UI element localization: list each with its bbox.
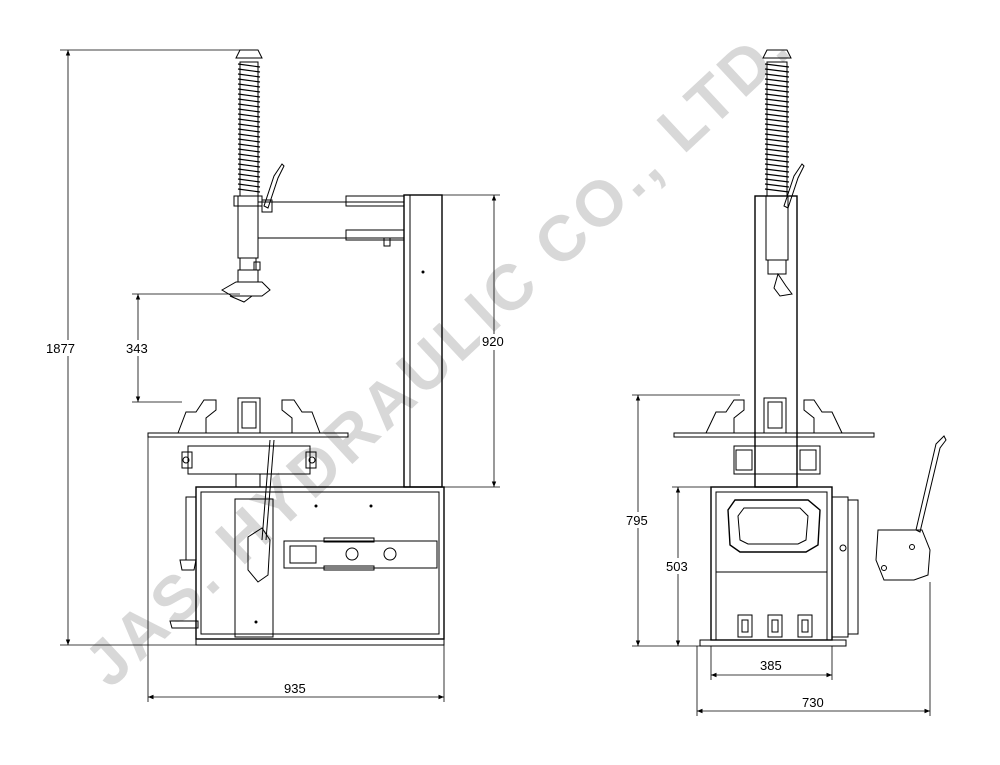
jaw-right	[281, 399, 321, 434]
bead-breaker-cylinder	[283, 540, 438, 569]
front-column	[754, 195, 798, 488]
dim-total-height: 1877	[46, 341, 75, 356]
front-view	[673, 49, 947, 647]
dim-head-to-table: 343	[126, 341, 148, 356]
dim-base-width: 385	[760, 658, 782, 673]
dim-table-height: 795	[626, 513, 648, 528]
watermark-text: JAS. HYDRAULIC CO., LTD.	[70, 8, 805, 700]
front-bowl	[727, 499, 821, 553]
dim-width: 935	[284, 681, 306, 696]
side-column	[403, 194, 443, 488]
side-view	[147, 49, 445, 646]
jaw-center	[237, 397, 261, 434]
dim-overall-width: 730	[802, 695, 824, 710]
dim-column-height: 920	[482, 334, 504, 349]
front-lever	[915, 435, 947, 533]
valves	[737, 614, 813, 638]
vertical-shaft	[237, 195, 259, 259]
side-door	[234, 498, 274, 638]
horizontal-arm	[257, 201, 405, 239]
front-cabinet	[710, 486, 833, 641]
front-pedal-box	[875, 529, 931, 581]
front-turntable	[673, 432, 875, 438]
jaw-left	[177, 399, 217, 434]
bead-breaker-shoe	[247, 527, 271, 583]
lock-lever	[263, 163, 285, 209]
side-panel	[831, 496, 849, 638]
mount-head	[221, 281, 271, 297]
pedal	[169, 620, 199, 629]
dim-body-height: 503	[666, 559, 688, 574]
